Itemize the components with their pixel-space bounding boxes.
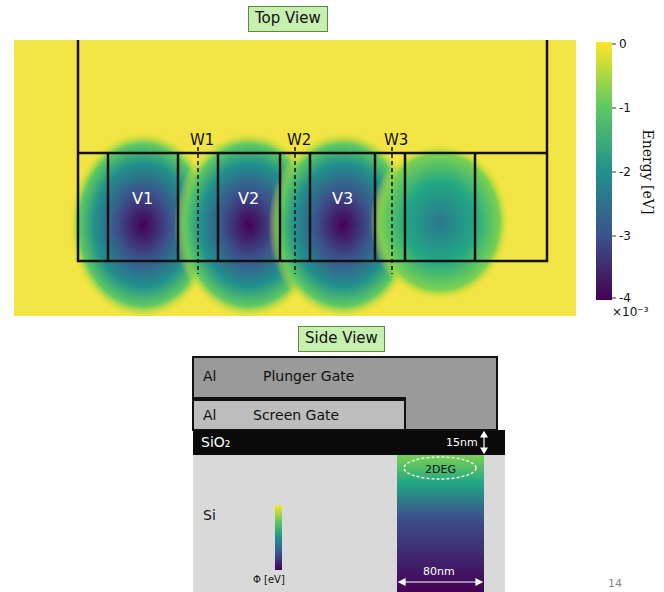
dot-cell: V2 [218,153,280,261]
node-text: Si [203,508,216,522]
plunger-gate [193,357,497,430]
colorbar [596,42,612,300]
screen-gate-label: Al Screen Gate [193,400,405,430]
cut-label: W3 [384,133,408,148]
oxide-label: SiO₂ [193,430,313,455]
node-text: 2DEG [425,464,456,475]
node-text: Top View [255,11,321,26]
node-text: Al [203,369,216,383]
node-text: Side View [305,331,378,346]
dot-cell: V3 [310,153,375,261]
dimension: 80nm [423,566,455,577]
colorbar-label: Φ [eV] [253,575,285,585]
tick-label: 0 [619,38,627,50]
scale-factor: ×10⁻³ [612,306,648,318]
tick-label: -2 [619,166,631,178]
screen-gate [193,400,405,430]
plunger-gate-label: Al Plunger Gate [193,357,497,397]
2deg-label: 2DEG [406,460,474,478]
dot-cell: V1 [108,153,178,261]
node-text: SiO₂ [201,435,230,449]
node-text: Screen Gate [253,408,339,422]
view-tag: Top View [248,6,328,32]
node-text: V1 [132,191,153,207]
silicon-label: Si [193,455,253,535]
oxide [193,430,505,455]
tick-label: -1 [619,102,631,114]
gate-outline [78,40,547,261]
tick-label: -3 [619,230,631,242]
tick-label: -4 [619,292,631,304]
node-text: V2 [238,191,259,207]
silicon [193,455,505,592]
dimension: 15nm [446,437,478,448]
2deg-outline [404,457,476,479]
node-text: Plunger Gate [263,369,354,383]
potential-well [397,455,484,592]
node-text: V3 [332,191,353,207]
dimension-arrow [399,432,487,585]
page-number: 14 [608,578,622,589]
axis-title: Energy [eV] [641,130,655,215]
colorbar [275,505,282,570]
node-text: Al [203,408,216,422]
view-tag: Side View [298,326,385,352]
cut-line [198,147,392,274]
cut-label: W1 [190,133,214,148]
cut-label: W2 [287,133,311,148]
